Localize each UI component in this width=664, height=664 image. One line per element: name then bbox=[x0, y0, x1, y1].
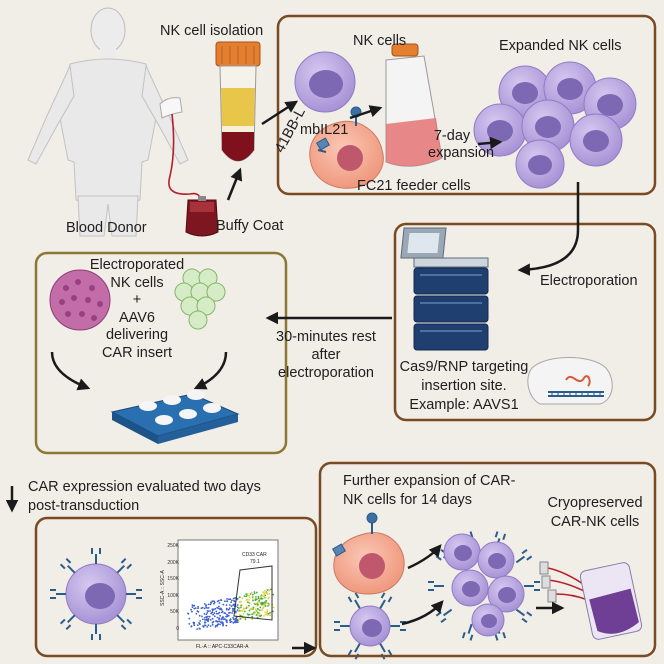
flow-plot bbox=[177, 539, 279, 641]
further-expansion-line-2: NK cells for 14 days bbox=[343, 492, 472, 508]
flow-plot-x-axis-label: FL-A :: APC-C33CAR-A bbox=[196, 644, 249, 650]
culture-plate-icon bbox=[110, 390, 240, 444]
expanded-nk-cells-icon bbox=[473, 61, 637, 189]
expanded-nk-cells-label: Expanded NK cells bbox=[499, 38, 622, 54]
flow-tick-50k: 50K bbox=[170, 609, 179, 616]
car-eval-line-2: post-transduction bbox=[28, 498, 140, 514]
cas9-label: Cas9/RNP targeting insertion site. Examp… bbox=[398, 358, 530, 415]
car-evaluation-panel bbox=[34, 516, 318, 658]
mbil21-label: mbIL21 bbox=[300, 122, 349, 138]
further-expansion-panel bbox=[318, 461, 657, 658]
electroporated-nk-cell-icon bbox=[49, 269, 111, 331]
car-eval-label: CAR expression evaluated two days post-t… bbox=[28, 478, 261, 516]
process-arrows bbox=[5, 100, 580, 655]
cas9-line-2: insertion site. bbox=[421, 378, 507, 394]
rest-label: 30-minutes rest after electroporation bbox=[256, 328, 396, 382]
cas9-line-1: Cas9/RNP targeting bbox=[399, 359, 529, 375]
nk-expansion-panel bbox=[276, 14, 657, 196]
nk-cells-label: NK cells bbox=[353, 33, 407, 49]
expansion-7day-line-2: expansion bbox=[428, 145, 495, 161]
cryopreserved-line-2: CAR-NK cells bbox=[550, 514, 640, 530]
cas9-line-3: Example: AAVS1 bbox=[409, 397, 519, 413]
electroporation-panel bbox=[393, 222, 657, 422]
electroporated-line-6: CAR insert bbox=[101, 344, 173, 361]
feeder-cell-icon bbox=[309, 106, 384, 189]
rest-line-2: after bbox=[311, 347, 341, 363]
car-nk-cell-icon bbox=[65, 563, 127, 625]
blood-donor-figure bbox=[27, 7, 201, 237]
cas9-rnp-icon bbox=[527, 357, 613, 405]
electroporated-label: Electroporated NK cells + AAV6 deliverin… bbox=[72, 257, 202, 362]
electroporated-line-2: NK cells bbox=[110, 274, 164, 291]
rest-line-3: electroporation bbox=[278, 365, 374, 381]
fc21-feeder-label: FC21 feeder cells bbox=[357, 178, 471, 194]
culture-flask-icon bbox=[385, 43, 443, 167]
electroporator-icon bbox=[400, 227, 489, 351]
transduction-panel bbox=[34, 251, 288, 455]
car-nk-cell-icon-2 bbox=[349, 605, 391, 647]
further-expansion-label: Further expansion of CAR- NK cells for 1… bbox=[343, 472, 515, 510]
electroporated-line-3: + bbox=[132, 292, 142, 308]
expansion-7day-label: 7-day expansion bbox=[428, 128, 495, 162]
electroporated-line-4: AAV6 bbox=[118, 309, 155, 326]
blood-donor-label: Blood Donor bbox=[66, 220, 147, 236]
aav6-particles-icon bbox=[174, 268, 226, 330]
flow-tick-0: 0 bbox=[176, 625, 179, 632]
rest-line-1: 30-minutes rest bbox=[276, 329, 376, 345]
cryopreserved-label: Cryopreserved CAR-NK cells bbox=[540, 494, 650, 532]
buffy-coat-tube-icon bbox=[215, 41, 261, 162]
electroporated-line-5: delivering bbox=[105, 327, 169, 343]
flow-plot-y-axis-label: SSC-A :: SSC-A bbox=[160, 570, 166, 606]
cryopreserved-line-1: Cryopreserved bbox=[547, 495, 643, 511]
electroporated-line-1: Electroporated bbox=[89, 257, 185, 273]
buffy-coat-label: Buffy Coat bbox=[216, 218, 284, 234]
blood-bag-icon bbox=[185, 196, 219, 237]
flow-tick-150k: 150K bbox=[167, 576, 179, 583]
flow-gate-percent: 79.1 bbox=[250, 559, 260, 565]
expansion-7day-line-1: 7-day bbox=[433, 128, 471, 144]
flow-gate-label: CD33 CAR bbox=[242, 552, 267, 558]
flow-plot-y-ticks: 250K 200K 150K 100K 50K 0 bbox=[163, 538, 179, 638]
car-nk-cluster-icon bbox=[443, 533, 525, 637]
flow-tick-250k: 250K bbox=[167, 543, 179, 549]
nk-cell-icon bbox=[294, 51, 356, 113]
flow-tick-200k: 200K bbox=[167, 559, 179, 566]
feeder-cell-icon-2 bbox=[331, 512, 405, 595]
cryo-bag-icon bbox=[539, 561, 643, 640]
electroporation-label: Electroporation bbox=[540, 273, 638, 289]
car-eval-line-1: CAR expression evaluated two days bbox=[28, 479, 261, 495]
nk-cell-isolation-label: NK cell isolation bbox=[160, 23, 264, 39]
flow-tick-100k: 100K bbox=[167, 592, 179, 599]
further-expansion-line-1: Further expansion of CAR- bbox=[343, 473, 516, 489]
